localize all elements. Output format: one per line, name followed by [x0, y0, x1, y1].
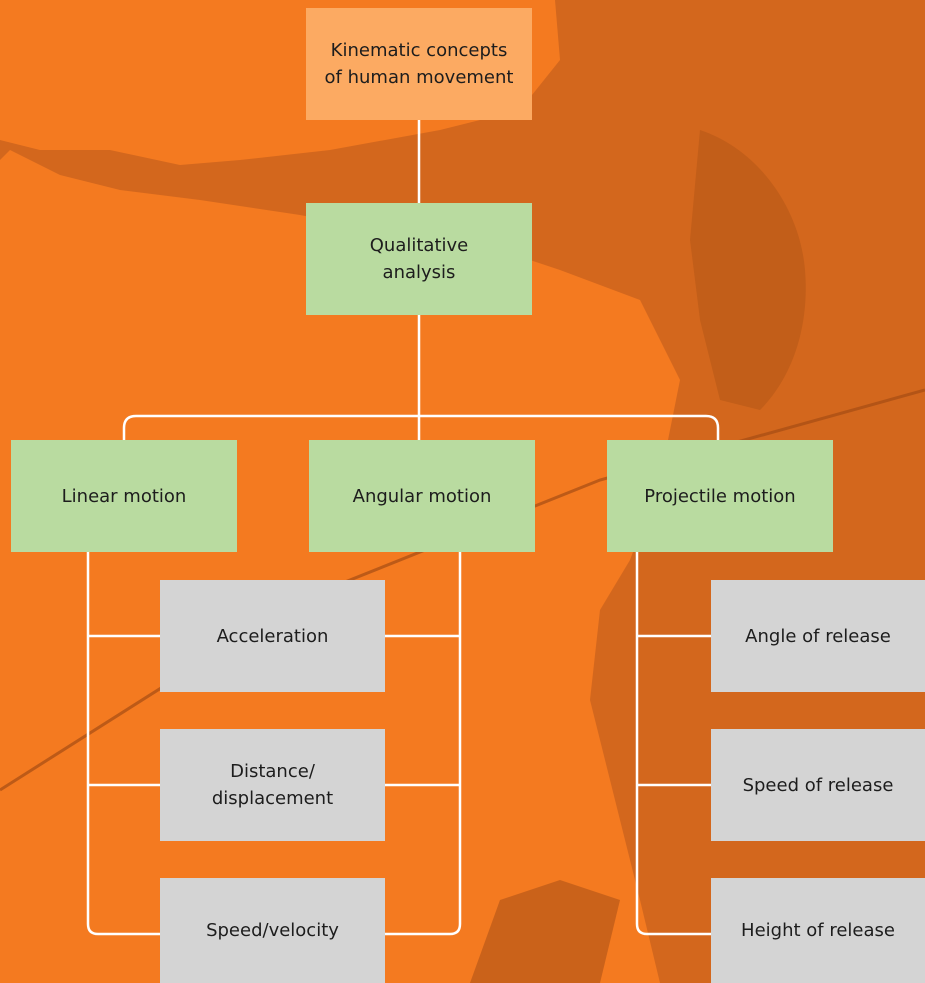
root-node-label: Kinematic concepts of human movement [324, 40, 514, 88]
linear-motion-label: Linear motion [61, 485, 187, 507]
angle-of-release-node: Angle of release [711, 580, 925, 692]
acceleration-label: Acceleration [216, 625, 329, 647]
angular-motion-label: Angular motion [352, 485, 492, 507]
linear-motion-node: Linear motion [11, 440, 237, 552]
height-of-release-label: Height of release [741, 920, 895, 941]
projectile-motion-connector [635, 552, 711, 936]
angle-of-release-label: Angle of release [745, 625, 891, 647]
root-node: Kinematic concepts of human movement [306, 8, 532, 120]
speed-of-release-node: Speed of release [711, 729, 925, 841]
angular-motion-node: Angular motion [309, 440, 535, 552]
distance-displacement-label: Distance/ displacement [211, 761, 334, 809]
speed-velocity-node: Speed/velocity [160, 878, 385, 983]
distance-displacement-node: Distance/ displacement [160, 729, 385, 841]
qualitative-analysis-node: Qualitative analysis [306, 203, 532, 315]
angular-motion-connector [385, 552, 462, 936]
linear-motion-connector [86, 552, 160, 936]
projectile-motion-label: Projectile motion [644, 485, 796, 507]
height-of-release-node: Height of release [711, 878, 925, 983]
speed-of-release-label: Speed of release [742, 774, 894, 796]
acceleration-node: Acceleration [160, 580, 385, 692]
speed-velocity-label: Speed/velocity [206, 920, 339, 941]
qualitative-analysis-label: Qualitative analysis [369, 235, 469, 283]
motions-branch-connector [122, 414, 720, 440]
projectile-motion-node: Projectile motion [607, 440, 833, 552]
